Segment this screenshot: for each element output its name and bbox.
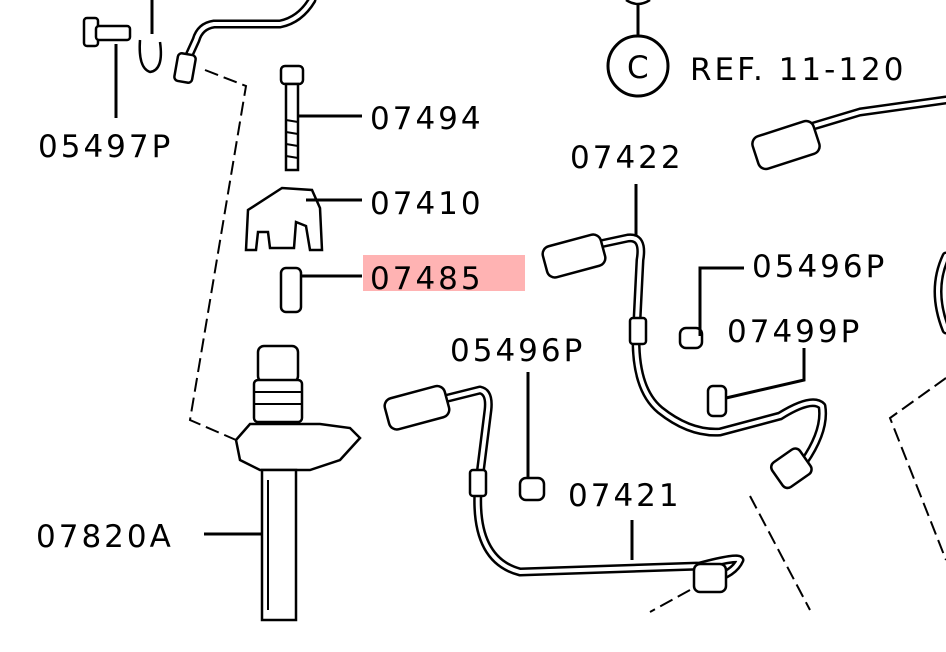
label-05496P-left[interactable]: 05496P [450, 333, 585, 369]
label-07494[interactable]: 07494 [370, 101, 484, 137]
highlight-box [363, 255, 525, 291]
bolt-05496P-right[interactable] [678, 326, 704, 350]
ref-link-text[interactable]: REF. 11-120 [690, 52, 907, 88]
clamp-07410[interactable] [244, 186, 324, 252]
bolt-05496P-left[interactable] [518, 476, 546, 502]
label-07422[interactable]: 07422 [570, 140, 684, 176]
label-07410[interactable]: 07410 [370, 186, 484, 222]
label-07485[interactable]: 07485 [370, 261, 484, 297]
bolt-07494[interactable] [279, 64, 305, 172]
bolt-05497P[interactable] [82, 16, 132, 118]
label-07820A[interactable]: 07820A [36, 519, 174, 555]
ref-circle-letter: C [627, 50, 649, 86]
pin-07485[interactable] [279, 266, 303, 314]
injector-07820A[interactable] [234, 344, 362, 622]
label-07499P[interactable]: 07499P [727, 314, 862, 350]
label-05497P[interactable]: 05497P [38, 129, 173, 165]
clip-part[interactable] [138, 39, 163, 74]
label-07421[interactable]: 07421 [568, 478, 682, 514]
label-05496P-right[interactable]: 05496P [752, 249, 887, 285]
top-fuel-pipe[interactable] [181, 0, 317, 67]
bolt-07499P[interactable] [706, 384, 728, 418]
